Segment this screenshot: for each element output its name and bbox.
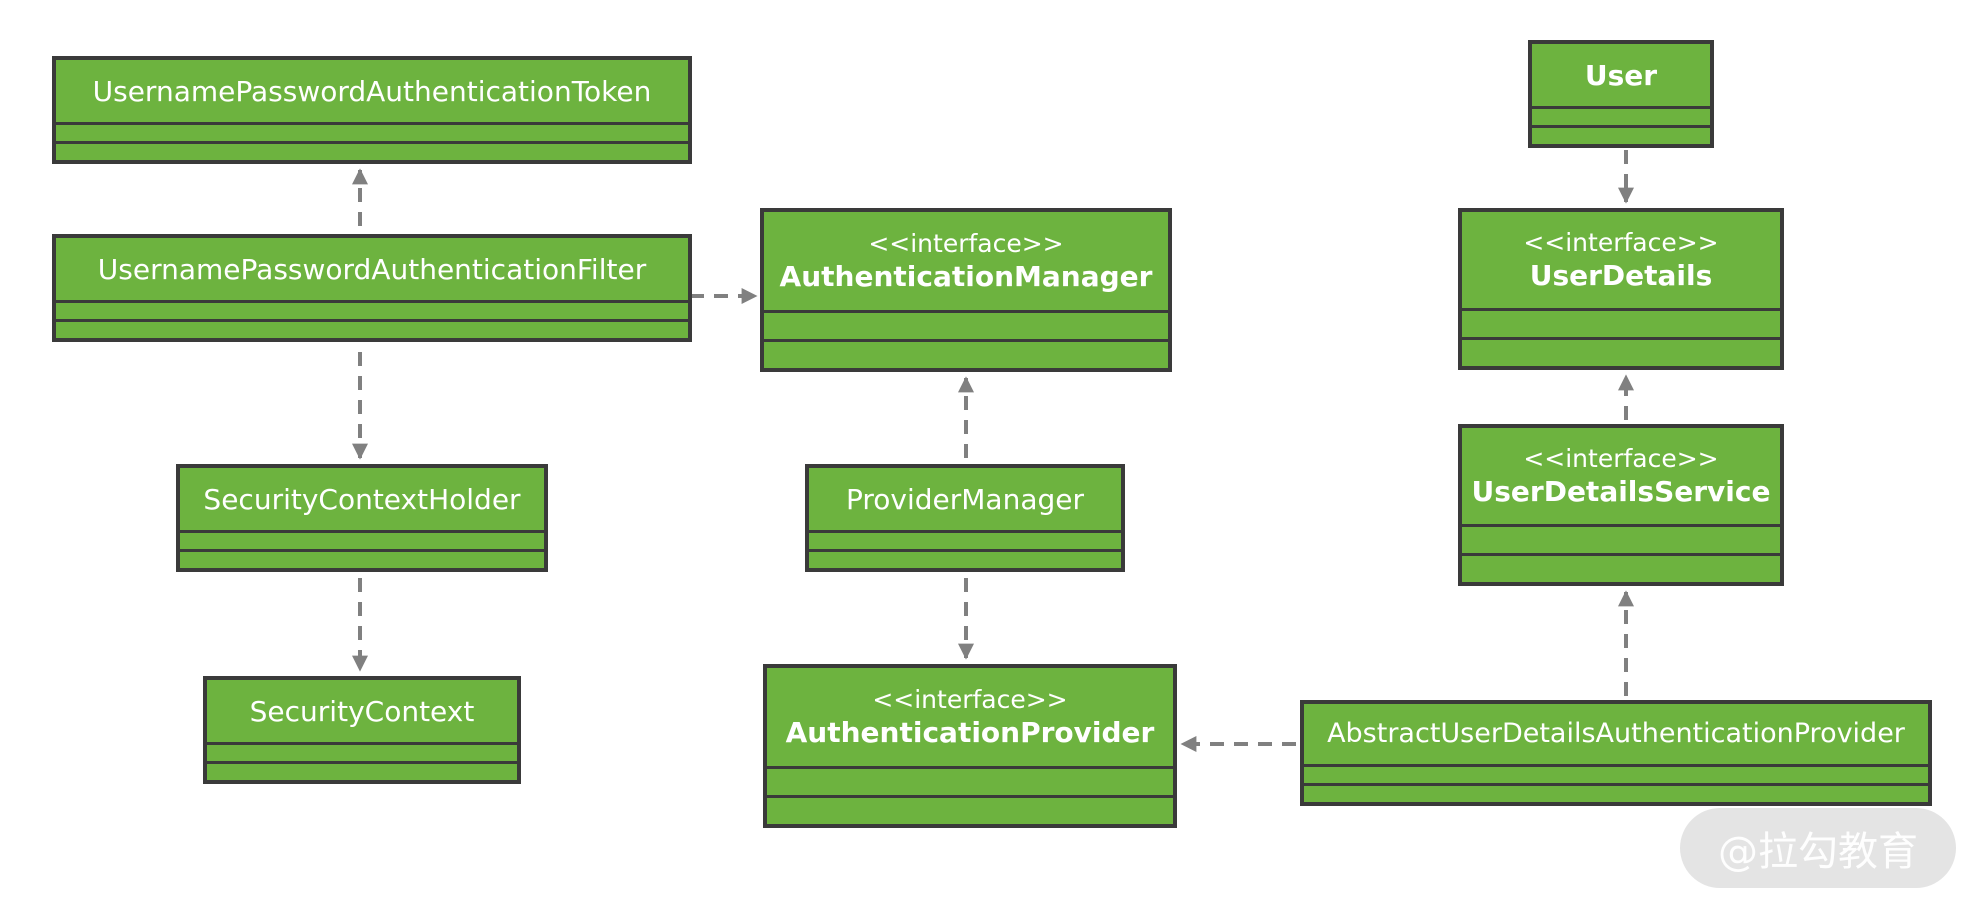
class-name: User [1584,58,1658,92]
attributes-compartment [1462,524,1780,553]
attributes-compartment [764,310,1168,339]
methods-compartment [1304,783,1928,802]
attributes-compartment [56,122,688,141]
class-name: AuthenticationManager [779,260,1153,294]
attributes-compartment [809,530,1121,549]
class-name: SecurityContextHolder [203,482,521,516]
attributes-compartment [1462,308,1780,337]
methods-compartment [1462,337,1780,366]
stereotype-label: <<interface>> [1523,227,1719,257]
class-username-password-authentication-filter[interactable]: UsernamePasswordAuthenticationFilter [52,234,692,342]
class-name: AbstractUserDetailsAuthenticationProvide… [1327,718,1905,750]
methods-compartment [764,339,1168,368]
methods-compartment [56,319,688,338]
class-name: UserDetails [1529,259,1713,293]
methods-compartment [1532,125,1710,144]
class-name: UserDetailsService [1471,475,1771,509]
class-name: UsernamePasswordAuthenticationFilter [97,252,647,286]
attributes-compartment [1532,106,1710,125]
class-abstract-user-details-authentication-provider[interactable]: AbstractUserDetailsAuthenticationProvide… [1300,700,1932,806]
class-user[interactable]: User [1528,40,1714,148]
attributes-compartment [56,300,688,319]
class-name: AuthenticationProvider [785,716,1155,750]
methods-compartment [809,549,1121,568]
watermark-logo: @拉勾教育 [1680,808,1956,888]
class-provider-manager[interactable]: ProviderManager [805,464,1125,572]
class-security-context[interactable]: SecurityContext [203,676,521,784]
class-name: UsernamePasswordAuthenticationToken [92,74,652,108]
attributes-compartment [180,530,544,549]
interface-authentication-provider[interactable]: <<interface>> AuthenticationProvider [763,664,1177,828]
methods-compartment [180,549,544,568]
methods-compartment [767,795,1173,824]
methods-compartment [56,141,688,160]
class-name: ProviderManager [845,482,1084,516]
stereotype-label: <<interface>> [872,684,1068,714]
class-security-context-holder[interactable]: SecurityContextHolder [176,464,548,572]
methods-compartment [207,761,517,780]
class-username-password-authentication-token[interactable]: UsernamePasswordAuthenticationToken [52,56,692,164]
watermark-text: @拉勾教育 [1718,829,1918,875]
attributes-compartment [1304,764,1928,783]
attributes-compartment [767,766,1173,795]
methods-compartment [1462,553,1780,582]
stereotype-label: <<interface>> [1523,443,1719,473]
interface-user-details[interactable]: <<interface>> UserDetails [1458,208,1784,370]
class-name: SecurityContext [249,694,475,728]
interface-user-details-service[interactable]: <<interface>> UserDetailsService [1458,424,1784,586]
stereotype-label: <<interface>> [868,228,1064,258]
interface-authentication-manager[interactable]: <<interface>> AuthenticationManager [760,208,1172,372]
attributes-compartment [207,742,517,761]
